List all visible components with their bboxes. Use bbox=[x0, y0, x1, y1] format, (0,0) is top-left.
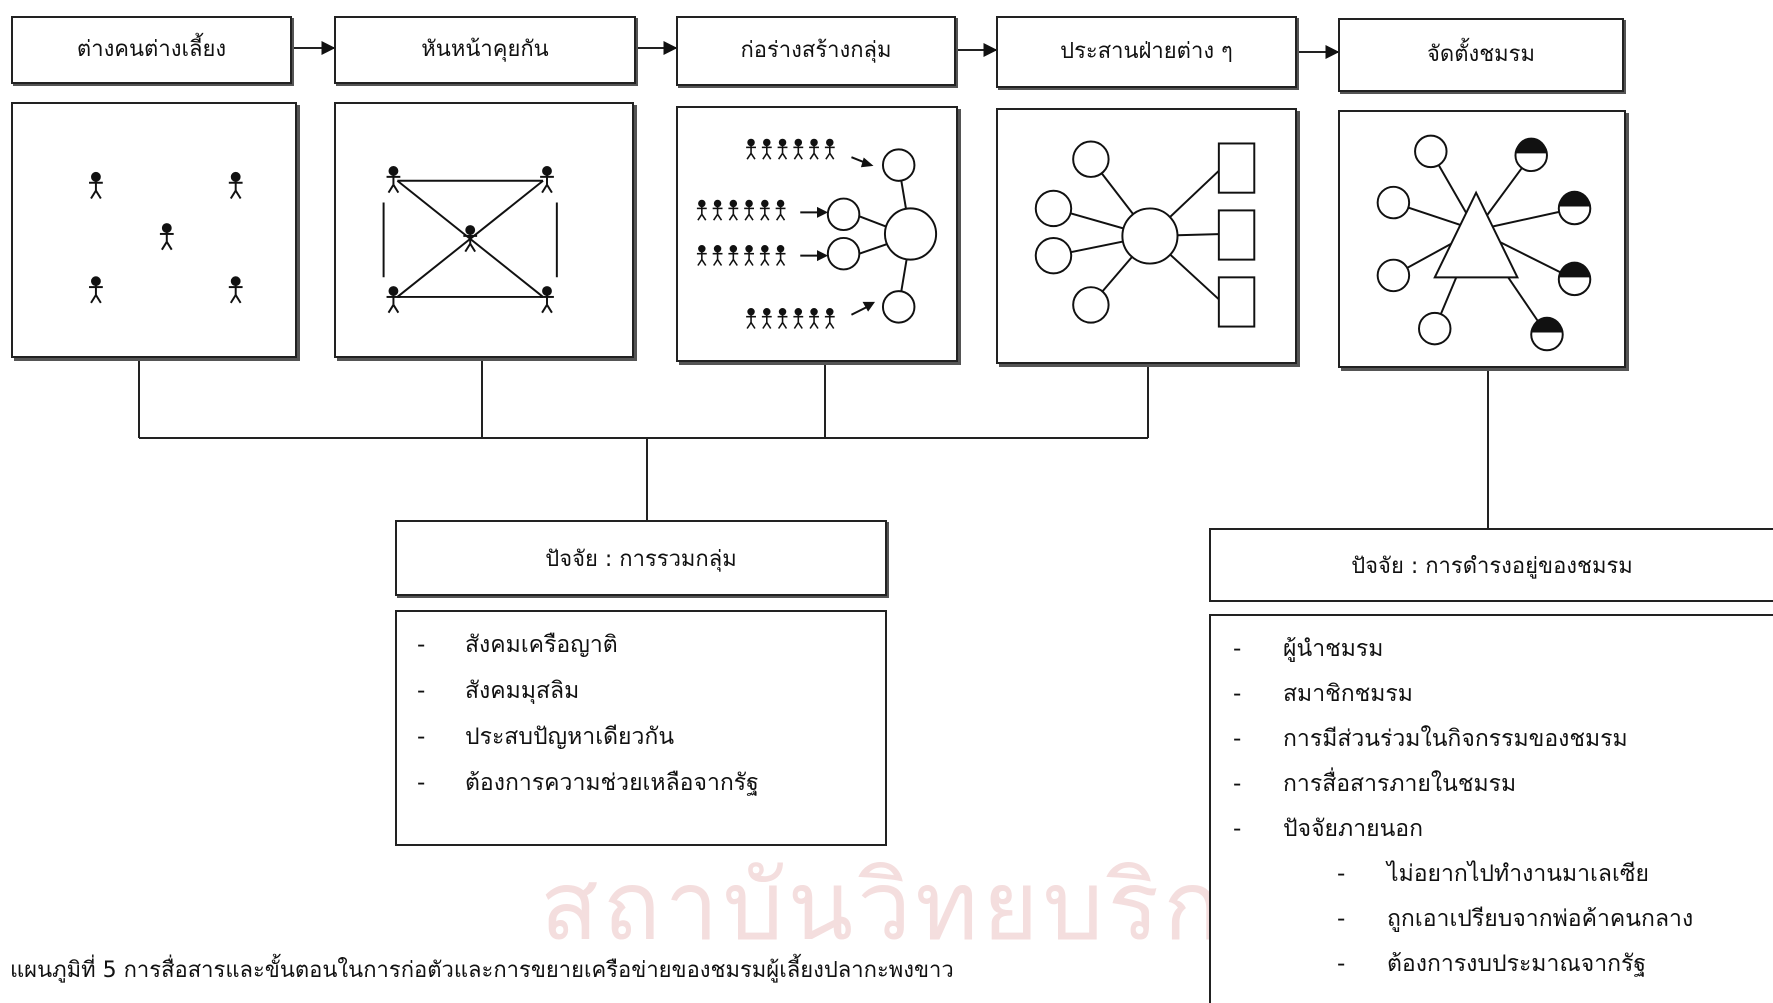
node-circle bbox=[1414, 134, 1448, 169]
factor-text: ผู้นำชมรม bbox=[1283, 636, 1384, 662]
person-icon bbox=[228, 276, 243, 304]
stage-box-3: ก่อร่างสร้างกลุ่ม bbox=[676, 16, 956, 86]
bullet-dash: - bbox=[1337, 861, 1346, 887]
factor-club-list: - ผู้นำชมรม - สมาชิกชมรม - การมีส่วนร่วมในก… bbox=[1209, 614, 1773, 1003]
person-icon bbox=[386, 286, 401, 314]
panel-connected bbox=[334, 102, 634, 358]
bullet-dash: - bbox=[417, 770, 426, 796]
person-icon bbox=[228, 171, 243, 200]
stage-box-1: ต่างคนต่างเลี้ยง bbox=[11, 16, 292, 84]
bullet-dash: - bbox=[1233, 726, 1242, 752]
factor-text: การสื่อสารภายในชมรม bbox=[1283, 771, 1517, 797]
person-icon bbox=[89, 171, 103, 200]
bullet-dash: - bbox=[417, 678, 426, 704]
club-triangle bbox=[1433, 190, 1520, 279]
factor-group-title: ปัจจัย : การรวมกลุ่ม bbox=[545, 546, 737, 572]
node-circle bbox=[1034, 189, 1073, 228]
factor-text: ต้องการความช่วยเหลือจากรัฐ bbox=[465, 770, 759, 796]
stage-label-1: ต่างคนต่างเลี้ยง bbox=[76, 37, 227, 62]
node-circle bbox=[1034, 236, 1073, 275]
panel-network bbox=[996, 108, 1297, 364]
factor-club-title: ปัจจัย : การดำรงอยู่ของชมรม bbox=[1351, 553, 1633, 579]
node-circle bbox=[1376, 258, 1411, 293]
party-box bbox=[1217, 276, 1256, 328]
bullet-dash: - bbox=[417, 724, 426, 750]
panel-individuals bbox=[11, 102, 297, 358]
crowd-row-4 bbox=[745, 308, 836, 330]
bullet-dash: - bbox=[417, 632, 426, 658]
node-circle bbox=[1418, 311, 1452, 346]
bullet-dash: - bbox=[1233, 681, 1242, 707]
person-icon bbox=[540, 166, 554, 194]
bullet-dash: - bbox=[1233, 816, 1242, 842]
stage-box-2: หันหน้าคุยกัน bbox=[334, 16, 636, 84]
factor-text: สังคมเครือญาติ bbox=[465, 632, 618, 658]
person-icon bbox=[540, 286, 554, 314]
figure-caption: แผนภูมิที่ 5 การสื่อสารและขั้นตอนในการก่… bbox=[10, 958, 954, 983]
factor-text: ปัจจัยภายนอก bbox=[1283, 816, 1424, 842]
crowd-row-1 bbox=[745, 138, 836, 160]
person-icon bbox=[159, 223, 174, 251]
bullet-dash: - bbox=[1337, 906, 1346, 932]
factor-group-list: - สังคมเครือญาติ - สังคมมุสลิม - ประสบปัญหา… bbox=[395, 610, 887, 846]
factor-text: ประสบปัญหาเดียวกัน bbox=[465, 724, 675, 750]
groups-figure bbox=[696, 138, 938, 330]
bullet-dash: - bbox=[1337, 951, 1346, 977]
club-figure bbox=[1376, 134, 1592, 352]
node-circle bbox=[1072, 140, 1110, 178]
network-figure bbox=[1034, 140, 1256, 328]
crowd-row-2 bbox=[696, 199, 787, 222]
crowd-row-3 bbox=[696, 245, 787, 267]
node-circle bbox=[1072, 286, 1110, 324]
party-box bbox=[1217, 209, 1256, 261]
factor-subtext: ถูกเอาเปรียบจากพ่อค้าคนกลาง bbox=[1387, 906, 1694, 932]
hub-circle bbox=[1121, 207, 1179, 265]
node-circle bbox=[826, 197, 861, 232]
factor-subtext: ไม่อยากไปทำงานมาเลเซีย bbox=[1387, 861, 1649, 887]
bullet-dash: - bbox=[1233, 771, 1242, 797]
factor-text: สังคมมุสลิม bbox=[465, 678, 580, 704]
stage-label-3: ก่อร่างสร้างกลุ่ม bbox=[740, 38, 892, 63]
stage-label-4: ประสานฝ่ายต่าง ๆ bbox=[1060, 39, 1233, 64]
factor-text: สมาชิกชมรม bbox=[1283, 681, 1413, 707]
party-box bbox=[1217, 142, 1256, 194]
factor-subtext: ต้องการงบประมาณจากรัฐ bbox=[1387, 951, 1647, 977]
person-icon bbox=[386, 166, 401, 194]
node-circle bbox=[881, 290, 916, 324]
factor-text: การมีส่วนร่วมในกิจกรรมของชมรม bbox=[1283, 726, 1628, 752]
stage-label-2: หันหน้าคุยกัน bbox=[421, 37, 549, 62]
factor-group-title-box: ปัจจัย : การรวมกลุ่ม bbox=[395, 520, 887, 596]
bullet-dash: - bbox=[1233, 636, 1242, 662]
stage-label-5: จัดตั้งชมรม bbox=[1427, 42, 1535, 67]
panel-club bbox=[1338, 110, 1626, 368]
hub-circle bbox=[883, 207, 938, 261]
individuals-figure bbox=[89, 171, 243, 304]
person-icon bbox=[89, 276, 103, 304]
node-circle bbox=[881, 148, 916, 182]
node-circle bbox=[826, 236, 861, 271]
person-icon bbox=[463, 225, 478, 253]
connected-figure bbox=[382, 166, 558, 314]
panel-groups bbox=[676, 106, 958, 362]
node-circle bbox=[1376, 185, 1411, 220]
stage-box-4: ประสานฝ่ายต่าง ๆ bbox=[996, 16, 1297, 88]
stage-box-5: จัดตั้งชมรม bbox=[1338, 18, 1624, 92]
factor-club-title-box: ปัจจัย : การดำรงอยู่ของชมรม bbox=[1209, 528, 1773, 602]
